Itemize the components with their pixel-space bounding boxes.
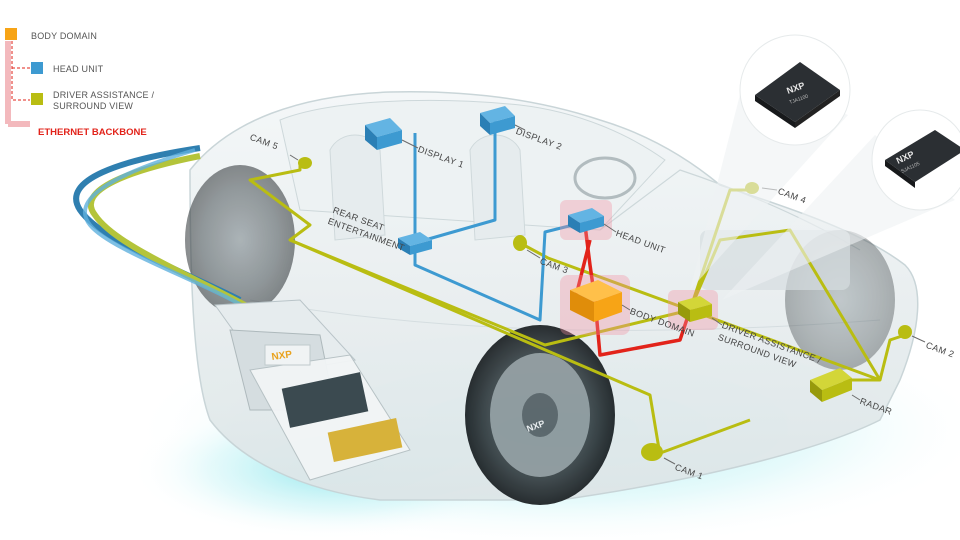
chip2-image: NXP SJA1105: [872, 110, 960, 210]
cam5-dot: [298, 157, 312, 169]
legend-driver-assist-label-2: SURROUND VIEW: [53, 101, 133, 111]
legend-driver-assist-label-1: DRIVER ASSISTANCE /: [53, 90, 154, 100]
legend: BODY DOMAIN HEAD UNIT DRIVER ASSISTANCE …: [0, 0, 230, 150]
cam2-dot: [898, 325, 912, 339]
legend-body-domain-label: BODY DOMAIN: [31, 31, 97, 41]
cam3-dot: [513, 235, 527, 251]
legend-driver-assist-swatch: [31, 93, 43, 105]
cam1-dot: [641, 443, 663, 461]
legend-body-domain-swatch: [5, 28, 17, 40]
chip1-image: NXP TJA1100: [740, 35, 850, 145]
legend-head-unit-label: HEAD UNIT: [53, 64, 103, 74]
legend-head-unit-swatch: [31, 62, 43, 74]
legend-ethernet-backbone-label: ETHERNET BACKBONE: [38, 127, 147, 138]
